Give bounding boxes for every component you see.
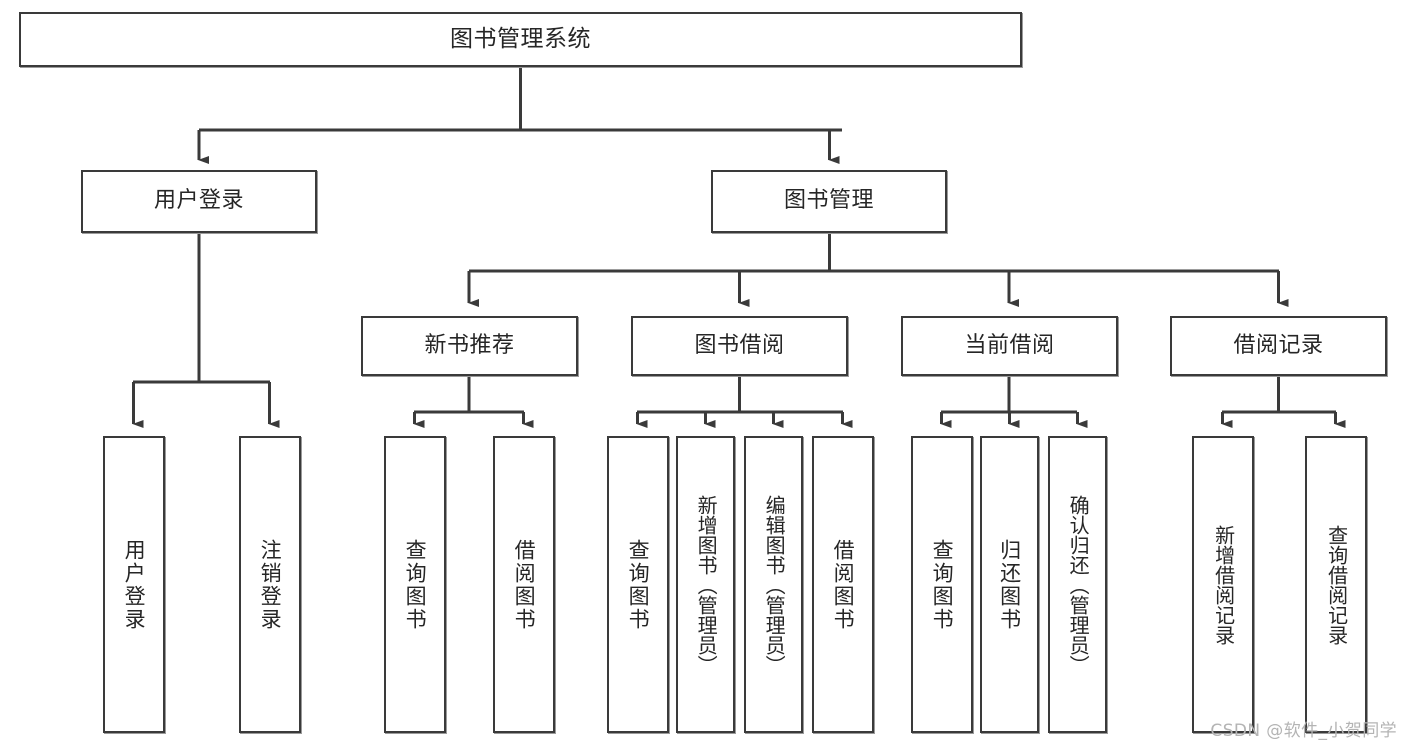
node-leaf-return-book[interactable]: 归还图书 [980,436,1039,733]
node-leaf-edit-book-admin[interactable]: 编辑图书（管理员） [744,436,803,733]
node-user-login[interactable]: 用户登录 [81,170,317,233]
node-leaf-logout[interactable]: 注销登录 [239,436,301,733]
node-leaf-borrow-book-recommend[interactable]: 借阅图书 [493,436,555,733]
node-label: 新书推荐 [424,332,515,358]
node-label: 确认归还（管理员） [1066,494,1091,675]
node-leaf-user-login[interactable]: 用户登录 [103,436,165,733]
node-label: 编辑图书（管理员） [762,494,787,675]
node-label: 新增图书（管理员） [694,494,719,675]
node-root-book-management-system[interactable]: 图书管理系统 [19,12,1022,67]
node-label: 新增借阅记录 [1211,524,1236,645]
node-label: 当前借阅 [964,332,1055,358]
node-label: 借阅记录 [1233,332,1324,358]
node-label: 查询借阅记录 [1324,524,1349,645]
node-label: 归还图书 [997,538,1022,631]
watermark-csdn: CSDN @软件_小贺同学 [1210,721,1397,741]
node-label: 用户登录 [122,538,147,631]
node-current-borrowing[interactable]: 当前借阅 [901,316,1118,376]
node-leaf-add-borrow-record[interactable]: 新增借阅记录 [1192,436,1254,733]
node-label: 借阅图书 [831,538,856,631]
node-label: 图书借阅 [694,332,785,358]
node-leaf-query-book-current[interactable]: 查询图书 [911,436,973,733]
node-label: 查询图书 [403,538,428,631]
node-label: 图书管理 [783,188,874,214]
node-leaf-lend-book[interactable]: 借阅图书 [812,436,874,733]
node-leaf-query-book-borrow[interactable]: 查询图书 [607,436,669,733]
node-leaf-query-borrow-record[interactable]: 查询借阅记录 [1305,436,1367,733]
node-label: 查询图书 [626,538,651,631]
node-leaf-query-book-recommend[interactable]: 查询图书 [384,436,446,733]
node-book-management[interactable]: 图书管理 [711,170,947,233]
node-book-borrowing[interactable]: 图书借阅 [631,316,848,376]
node-leaf-confirm-return-admin[interactable]: 确认归还（管理员） [1048,436,1107,733]
node-borrowing-records[interactable]: 借阅记录 [1170,316,1387,376]
node-label: 查询图书 [930,538,955,631]
node-leaf-add-book-admin[interactable]: 新增图书（管理员） [676,436,735,733]
node-label: 注销登录 [258,538,283,631]
node-new-book-recommendation[interactable]: 新书推荐 [361,316,578,376]
node-label: 用户登录 [153,188,244,214]
node-label: 图书管理系统 [450,25,591,52]
node-label: 借阅图书 [512,538,537,631]
